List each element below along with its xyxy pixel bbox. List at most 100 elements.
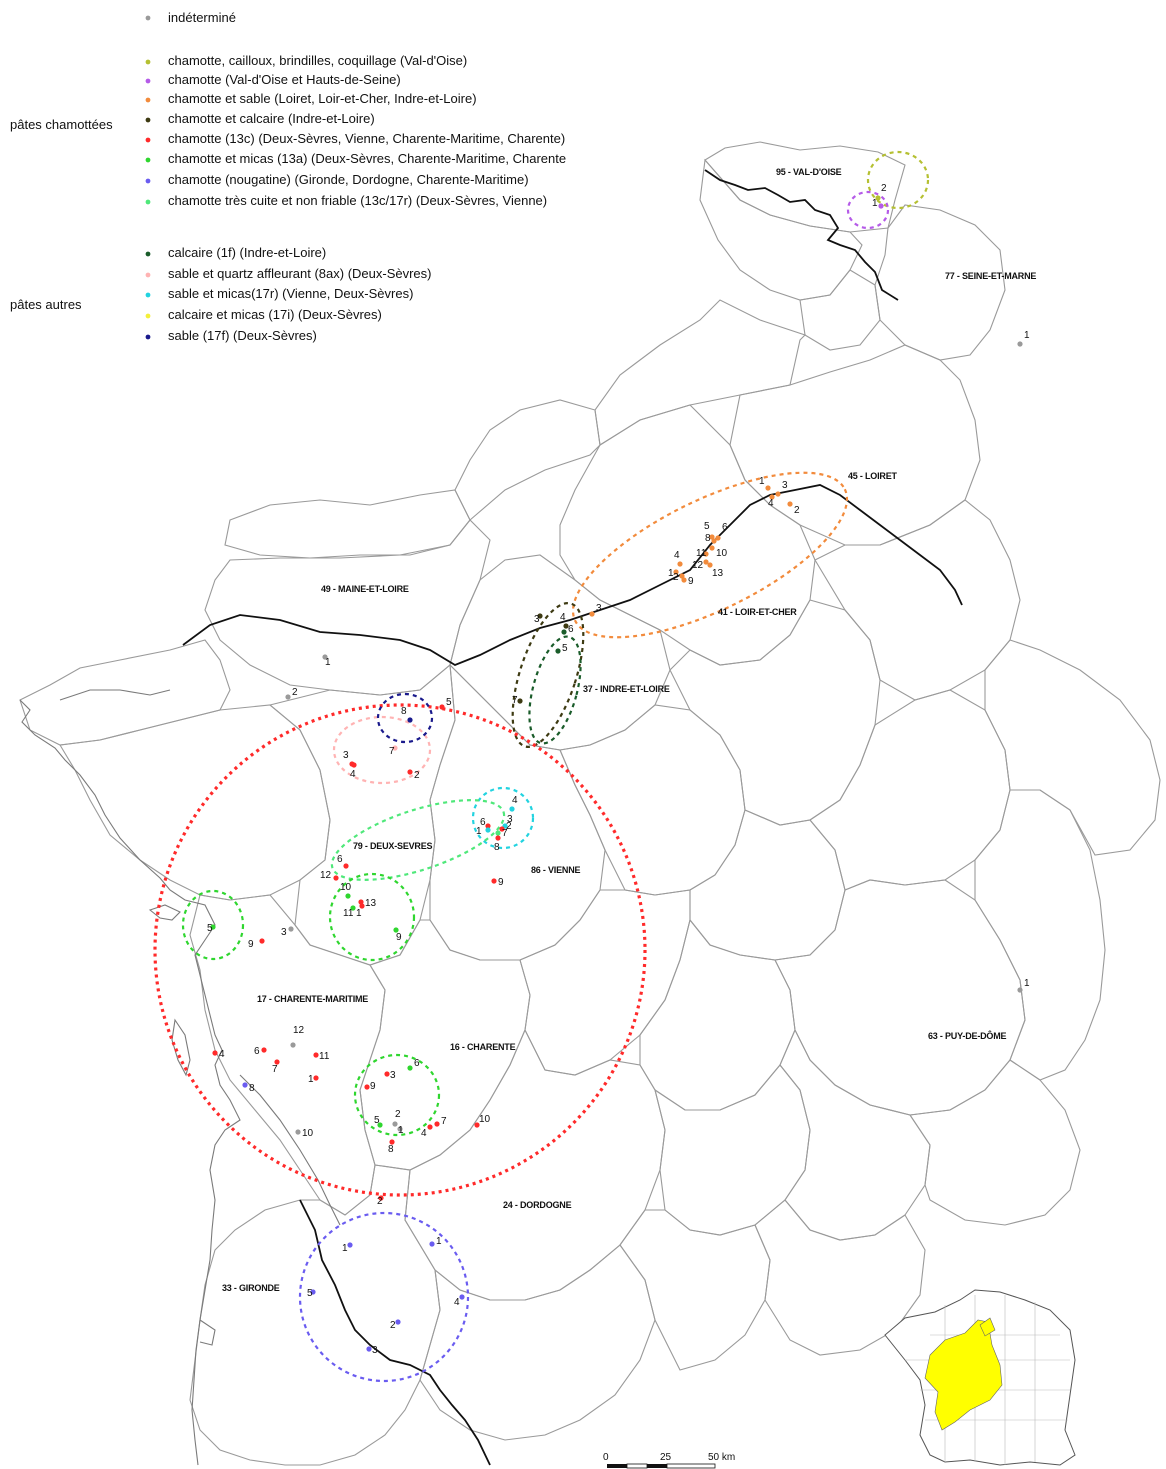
site-dot bbox=[407, 1065, 413, 1071]
dept-boundary-seine-marne bbox=[874, 204, 1006, 361]
site-number: 7 bbox=[389, 746, 395, 757]
legend-group-other-items: calcaire (1f) (Indre-et-Loire) sable et … bbox=[145, 245, 432, 343]
dept-boundary-aveyron bbox=[754, 1199, 926, 1356]
site-number: 1 bbox=[436, 1236, 442, 1247]
site-dot bbox=[429, 1241, 435, 1247]
group-circle-nougatine bbox=[298, 1211, 470, 1383]
dept-boundary-indre bbox=[559, 704, 746, 896]
dept-boundary-vienne bbox=[429, 663, 606, 961]
site-number: 1 bbox=[476, 826, 482, 837]
site-dot bbox=[775, 491, 781, 497]
france-inset bbox=[884, 1289, 1076, 1466]
site-dot bbox=[393, 927, 399, 933]
legend-item: chamotte (Val-d'Oise et Hauts-de-Seine) bbox=[168, 72, 401, 87]
legend-swatch bbox=[145, 292, 151, 298]
group-circle-chamotte-cuite bbox=[330, 799, 506, 881]
legend-swatch bbox=[145, 117, 151, 123]
site-dot bbox=[509, 806, 515, 812]
site-dot bbox=[1017, 341, 1023, 347]
legend-swatch bbox=[145, 157, 151, 163]
site-number: 7 bbox=[272, 1064, 278, 1075]
site-dot bbox=[322, 654, 328, 660]
site-dot bbox=[555, 648, 561, 654]
site-number: 1 bbox=[356, 908, 362, 919]
site-dot bbox=[333, 875, 339, 881]
group-circle-micas-charente bbox=[353, 1053, 441, 1137]
dept-boundary-gironde bbox=[189, 1164, 441, 1466]
legend-item: sable (17f) (Deux-Sèvres) bbox=[168, 328, 317, 343]
department-boundaries bbox=[19, 141, 1161, 1466]
site-number: 2 bbox=[292, 687, 298, 698]
scale-tick-50: 50 km bbox=[708, 1452, 735, 1463]
site-number: 5 bbox=[374, 1115, 380, 1126]
legend-swatch-undetermined bbox=[145, 15, 151, 21]
site-number: 4 bbox=[768, 498, 774, 509]
site-number: 4 bbox=[350, 769, 356, 780]
dept-boundary-saone-loire bbox=[984, 639, 1161, 856]
site-dot bbox=[474, 1122, 480, 1128]
legend-swatch bbox=[145, 78, 151, 84]
site-dot bbox=[1017, 987, 1023, 993]
group-circle-val-oise-chamotte bbox=[846, 190, 890, 230]
legend-swatch bbox=[145, 313, 151, 319]
site-dot bbox=[673, 569, 679, 575]
site-dot bbox=[681, 577, 687, 583]
legend-item: chamotte (13c) (Deux-Sèvres, Vienne, Cha… bbox=[168, 131, 565, 146]
coast-atlantic bbox=[19, 699, 241, 1466]
site-number: 5 bbox=[207, 923, 213, 934]
site-number: 10 bbox=[716, 548, 728, 559]
site-number: 11 bbox=[343, 908, 354, 919]
site-number: 5 bbox=[446, 697, 452, 708]
site-number: 6 bbox=[337, 854, 343, 865]
site-dot bbox=[589, 611, 595, 617]
site-number: 6 bbox=[414, 1058, 420, 1069]
group-circle-sable-micas bbox=[471, 786, 535, 850]
site-dot bbox=[485, 823, 491, 829]
site-number: 3 bbox=[596, 603, 602, 614]
site-dot bbox=[495, 835, 501, 841]
site-dot bbox=[377, 1122, 383, 1128]
group-circle-indre-loire-chamotte-calcaire bbox=[511, 602, 585, 748]
site-number: 5 bbox=[307, 1288, 313, 1299]
site-dot bbox=[499, 826, 505, 832]
site-number: 6 bbox=[722, 522, 728, 533]
site-dot bbox=[878, 203, 884, 209]
site-number: 1 bbox=[325, 657, 331, 668]
site-dot bbox=[709, 534, 715, 540]
legend-item: chamotte et micas (13a) (Deux-Sèvres, Ch… bbox=[168, 151, 566, 166]
site-dot bbox=[347, 1242, 353, 1248]
dept-boundary-nievre bbox=[814, 499, 1021, 701]
dept-label-val-oise: 95 - VAL-D'OISE bbox=[776, 167, 842, 177]
dept-boundary-val-oise bbox=[704, 141, 906, 233]
site-dot bbox=[491, 878, 497, 884]
site-dot bbox=[378, 1195, 384, 1201]
dept-boundary-essonne bbox=[799, 269, 881, 351]
site-number: 4 bbox=[512, 795, 518, 806]
group-circle-chamotte-13c bbox=[153, 703, 647, 1197]
site-number: 4 bbox=[454, 1297, 460, 1308]
site-number: 2 bbox=[414, 770, 420, 781]
dept-boundary-haute-vienne bbox=[519, 889, 691, 1076]
legend-group-other: pâtes autres bbox=[10, 297, 82, 312]
river-loire bbox=[182, 484, 963, 667]
site-dot bbox=[439, 704, 445, 710]
site-number: 12 bbox=[293, 1025, 305, 1036]
scale-tick-25: 25 bbox=[660, 1452, 672, 1463]
site-dot bbox=[261, 1047, 267, 1053]
dept-label-charente-maritime: 17 - CHARENTE-MARITIME bbox=[257, 994, 368, 1004]
site-number: 7 bbox=[441, 1116, 447, 1127]
legend-item: sable et quartz affleurant (8ax) (Deux-S… bbox=[168, 266, 432, 281]
site-dot bbox=[397, 1126, 403, 1132]
site-number: 11 bbox=[696, 548, 707, 559]
site-number: 8 bbox=[401, 706, 407, 717]
scale-segment-4 bbox=[666, 1463, 716, 1469]
site-dot bbox=[345, 893, 351, 899]
site-dot bbox=[537, 613, 543, 619]
site-dot bbox=[765, 485, 771, 491]
group-circle-indre-loire-calcaire bbox=[528, 635, 582, 745]
dept-label-gironde: 33 - GIRONDE bbox=[222, 1283, 280, 1293]
site-dot bbox=[459, 1294, 465, 1300]
dept-label-charente: 16 - CHARENTE bbox=[450, 1042, 516, 1052]
site-number: 13 bbox=[712, 568, 724, 579]
